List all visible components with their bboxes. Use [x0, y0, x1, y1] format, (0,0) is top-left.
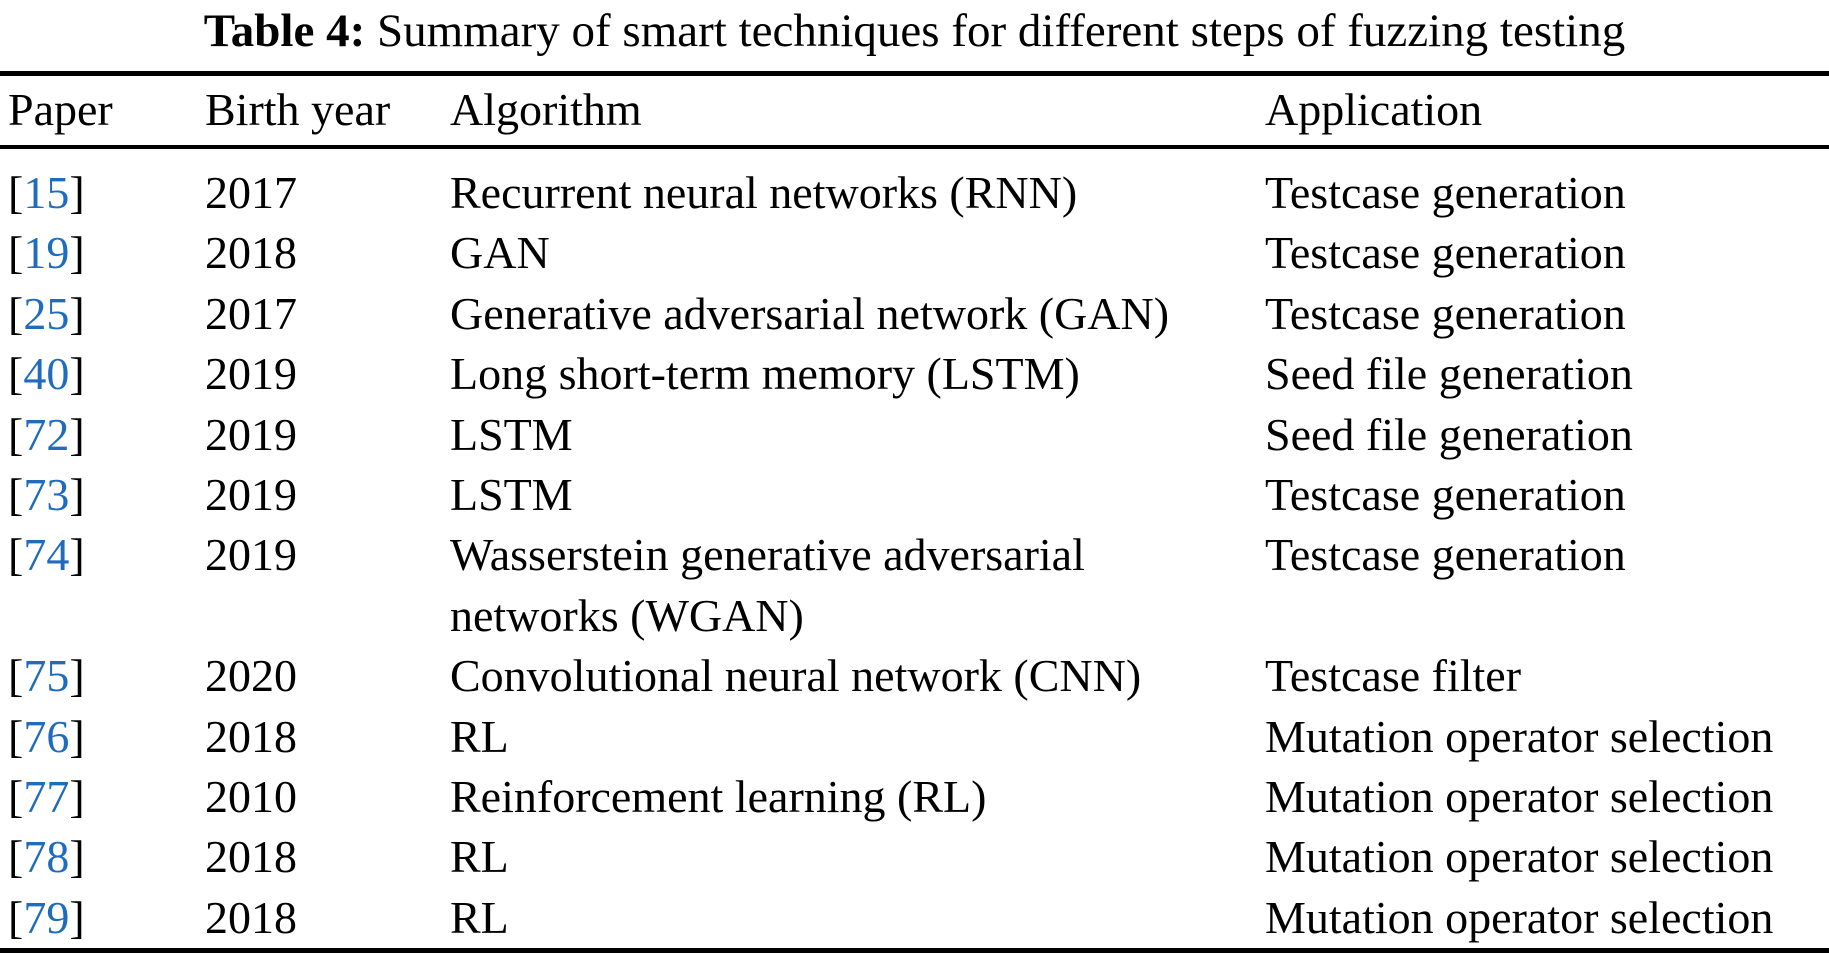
table-row-birth-year-cell: 2017	[205, 287, 297, 339]
table-row-paper-cell: [78]	[0, 827, 200, 887]
citation-bracket-open: [	[8, 469, 24, 521]
column-header-algorithm: Algorithm	[450, 84, 642, 135]
table-caption-text: Summary of smart techniques for differen…	[377, 5, 1626, 57]
table-row-birth-year-cell: 2019	[205, 348, 297, 400]
citation-bracket-close: ]	[69, 469, 85, 521]
table-row-application-cell: Mutation operator selection	[1265, 891, 1774, 943]
table-row-paper-cell: [76]	[0, 707, 200, 767]
table-row-algorithm-cell: RL	[450, 710, 509, 762]
table-row-paper-cell: [74]	[0, 525, 200, 646]
citation-bracket-close: ]	[69, 287, 85, 339]
table-row-paper-cell: [73]	[0, 465, 200, 525]
table-row-paper-cell: [72]	[0, 405, 200, 465]
table-row-application-cell: Seed file generation	[1265, 408, 1633, 460]
citation-link[interactable]: 76	[23, 710, 70, 762]
citation-bracket-close: ]	[69, 771, 85, 823]
table-body: [15] 2017 Recurrent neural networks (RNN…	[0, 163, 1829, 948]
citation-link[interactable]: 19	[23, 227, 70, 279]
citation-link[interactable]: 79	[23, 891, 70, 943]
table-row-algorithm-cell: RL	[450, 831, 509, 883]
table-row-application-cell: Seed file generation	[1265, 348, 1633, 400]
citation-link[interactable]: 15	[23, 167, 70, 218]
citation-link[interactable]: 74	[23, 529, 70, 581]
table-row-application-cell: Testcase generation	[1265, 167, 1626, 218]
table-top-rule	[0, 71, 1829, 76]
citation-link[interactable]: 75	[23, 650, 70, 702]
citation-link[interactable]: 72	[23, 408, 70, 460]
table-row-application-cell: Mutation operator selection	[1265, 710, 1774, 762]
table-row-paper-cell: [79]	[0, 888, 200, 948]
table-row-algorithm-cell: LSTM	[450, 469, 573, 521]
table-row-algorithm-cell: LSTM	[450, 408, 573, 460]
citation-bracket-open: [	[8, 348, 24, 400]
citation-bracket-close: ]	[69, 710, 85, 762]
table-row-birth-year-cell: 2018	[205, 710, 297, 762]
citation-bracket-open: [	[8, 650, 24, 702]
table-row-application-cell: Mutation operator selection	[1265, 771, 1774, 823]
table-header-rule	[0, 145, 1829, 149]
table-row-birth-year-cell: 2018	[205, 891, 297, 943]
table-caption-label: Table 4:	[203, 5, 366, 57]
table-row-application-cell: Testcase generation	[1265, 227, 1626, 279]
column-header-paper: Paper	[8, 84, 113, 135]
citation-bracket-open: [	[8, 831, 24, 883]
citation-bracket-open: [	[8, 408, 24, 460]
table-row-paper-cell: [19]	[0, 223, 200, 283]
table-row-algorithm-cell: RL	[450, 891, 509, 943]
table-row-algorithm-cell: Reinforcement learning (RL)	[450, 771, 987, 823]
citation-bracket-close: ]	[69, 348, 85, 400]
column-header-application: Application	[1265, 84, 1483, 135]
citation-bracket-close: ]	[69, 891, 85, 943]
citation-bracket-close: ]	[69, 831, 85, 883]
table-row-algorithm-cell: Long short-term memory (LSTM)	[450, 348, 1080, 400]
table-row-paper-cell: [15]	[0, 163, 200, 223]
table-row-birth-year-cell: 2010	[205, 771, 297, 823]
citation-bracket-close: ]	[69, 408, 85, 460]
table-row-paper-cell: [40]	[0, 344, 200, 404]
table-row-birth-year-cell: 2020	[205, 650, 297, 702]
citation-bracket-open: [	[8, 529, 24, 581]
table-row-birth-year-cell: 2017	[205, 167, 297, 218]
table-row-paper-cell: [77]	[0, 767, 200, 827]
table-row-paper-cell: [25]	[0, 284, 200, 344]
table-row-application-cell: Mutation operator selection	[1265, 831, 1774, 883]
table-row-birth-year-cell: 2018	[205, 831, 297, 883]
citation-bracket-close: ]	[69, 227, 85, 279]
table-header-row: Paper Birth year Algorithm Application	[0, 80, 1829, 140]
table-row-paper-cell: [75]	[0, 646, 200, 706]
table-row-birth-year-cell: 2019	[205, 408, 297, 460]
citation-link[interactable]: 73	[23, 469, 70, 521]
table-row-application-cell: Testcase generation	[1265, 469, 1626, 521]
citation-link[interactable]: 77	[23, 771, 70, 823]
table-row-algorithm-cell: Generative adversarial network (GAN)	[450, 287, 1170, 339]
table-row-birth-year-cell: 2019	[205, 469, 297, 521]
citation-link[interactable]: 25	[23, 287, 70, 339]
citation-bracket-close: ]	[69, 167, 85, 218]
table-row-birth-year-cell: 2019	[205, 529, 297, 581]
table-row-algorithm-cell: Convolutional neural network (CNN)	[450, 650, 1142, 702]
citation-bracket-open: [	[8, 167, 24, 218]
column-header-birth-year: Birth year	[205, 84, 391, 135]
table-row-application-cell: Testcase filter	[1265, 650, 1522, 702]
table-bottom-rule	[0, 948, 1829, 953]
citation-link[interactable]: 78	[23, 831, 70, 883]
table-row-algorithm-cell: GAN	[450, 227, 550, 279]
table-row-application-cell: Testcase generation	[1265, 287, 1626, 339]
table-row-algorithm-cell: Recurrent neural networks (RNN)	[450, 167, 1078, 218]
table-row-algorithm-cell: Wasserstein generative adversarial netwo…	[450, 529, 1085, 641]
citation-bracket-open: [	[8, 287, 24, 339]
table-caption: Table 4: Summary of smart techniques for…	[0, 2, 1829, 60]
citation-bracket-close: ]	[69, 529, 85, 581]
citation-bracket-open: [	[8, 710, 24, 762]
citation-bracket-open: [	[8, 227, 24, 279]
table-row-application-cell: Testcase generation	[1265, 529, 1626, 581]
citation-bracket-close: ]	[69, 650, 85, 702]
citation-link[interactable]: 40	[23, 348, 70, 400]
table-row-birth-year-cell: 2018	[205, 227, 297, 279]
citation-bracket-open: [	[8, 771, 24, 823]
citation-bracket-open: [	[8, 891, 24, 943]
